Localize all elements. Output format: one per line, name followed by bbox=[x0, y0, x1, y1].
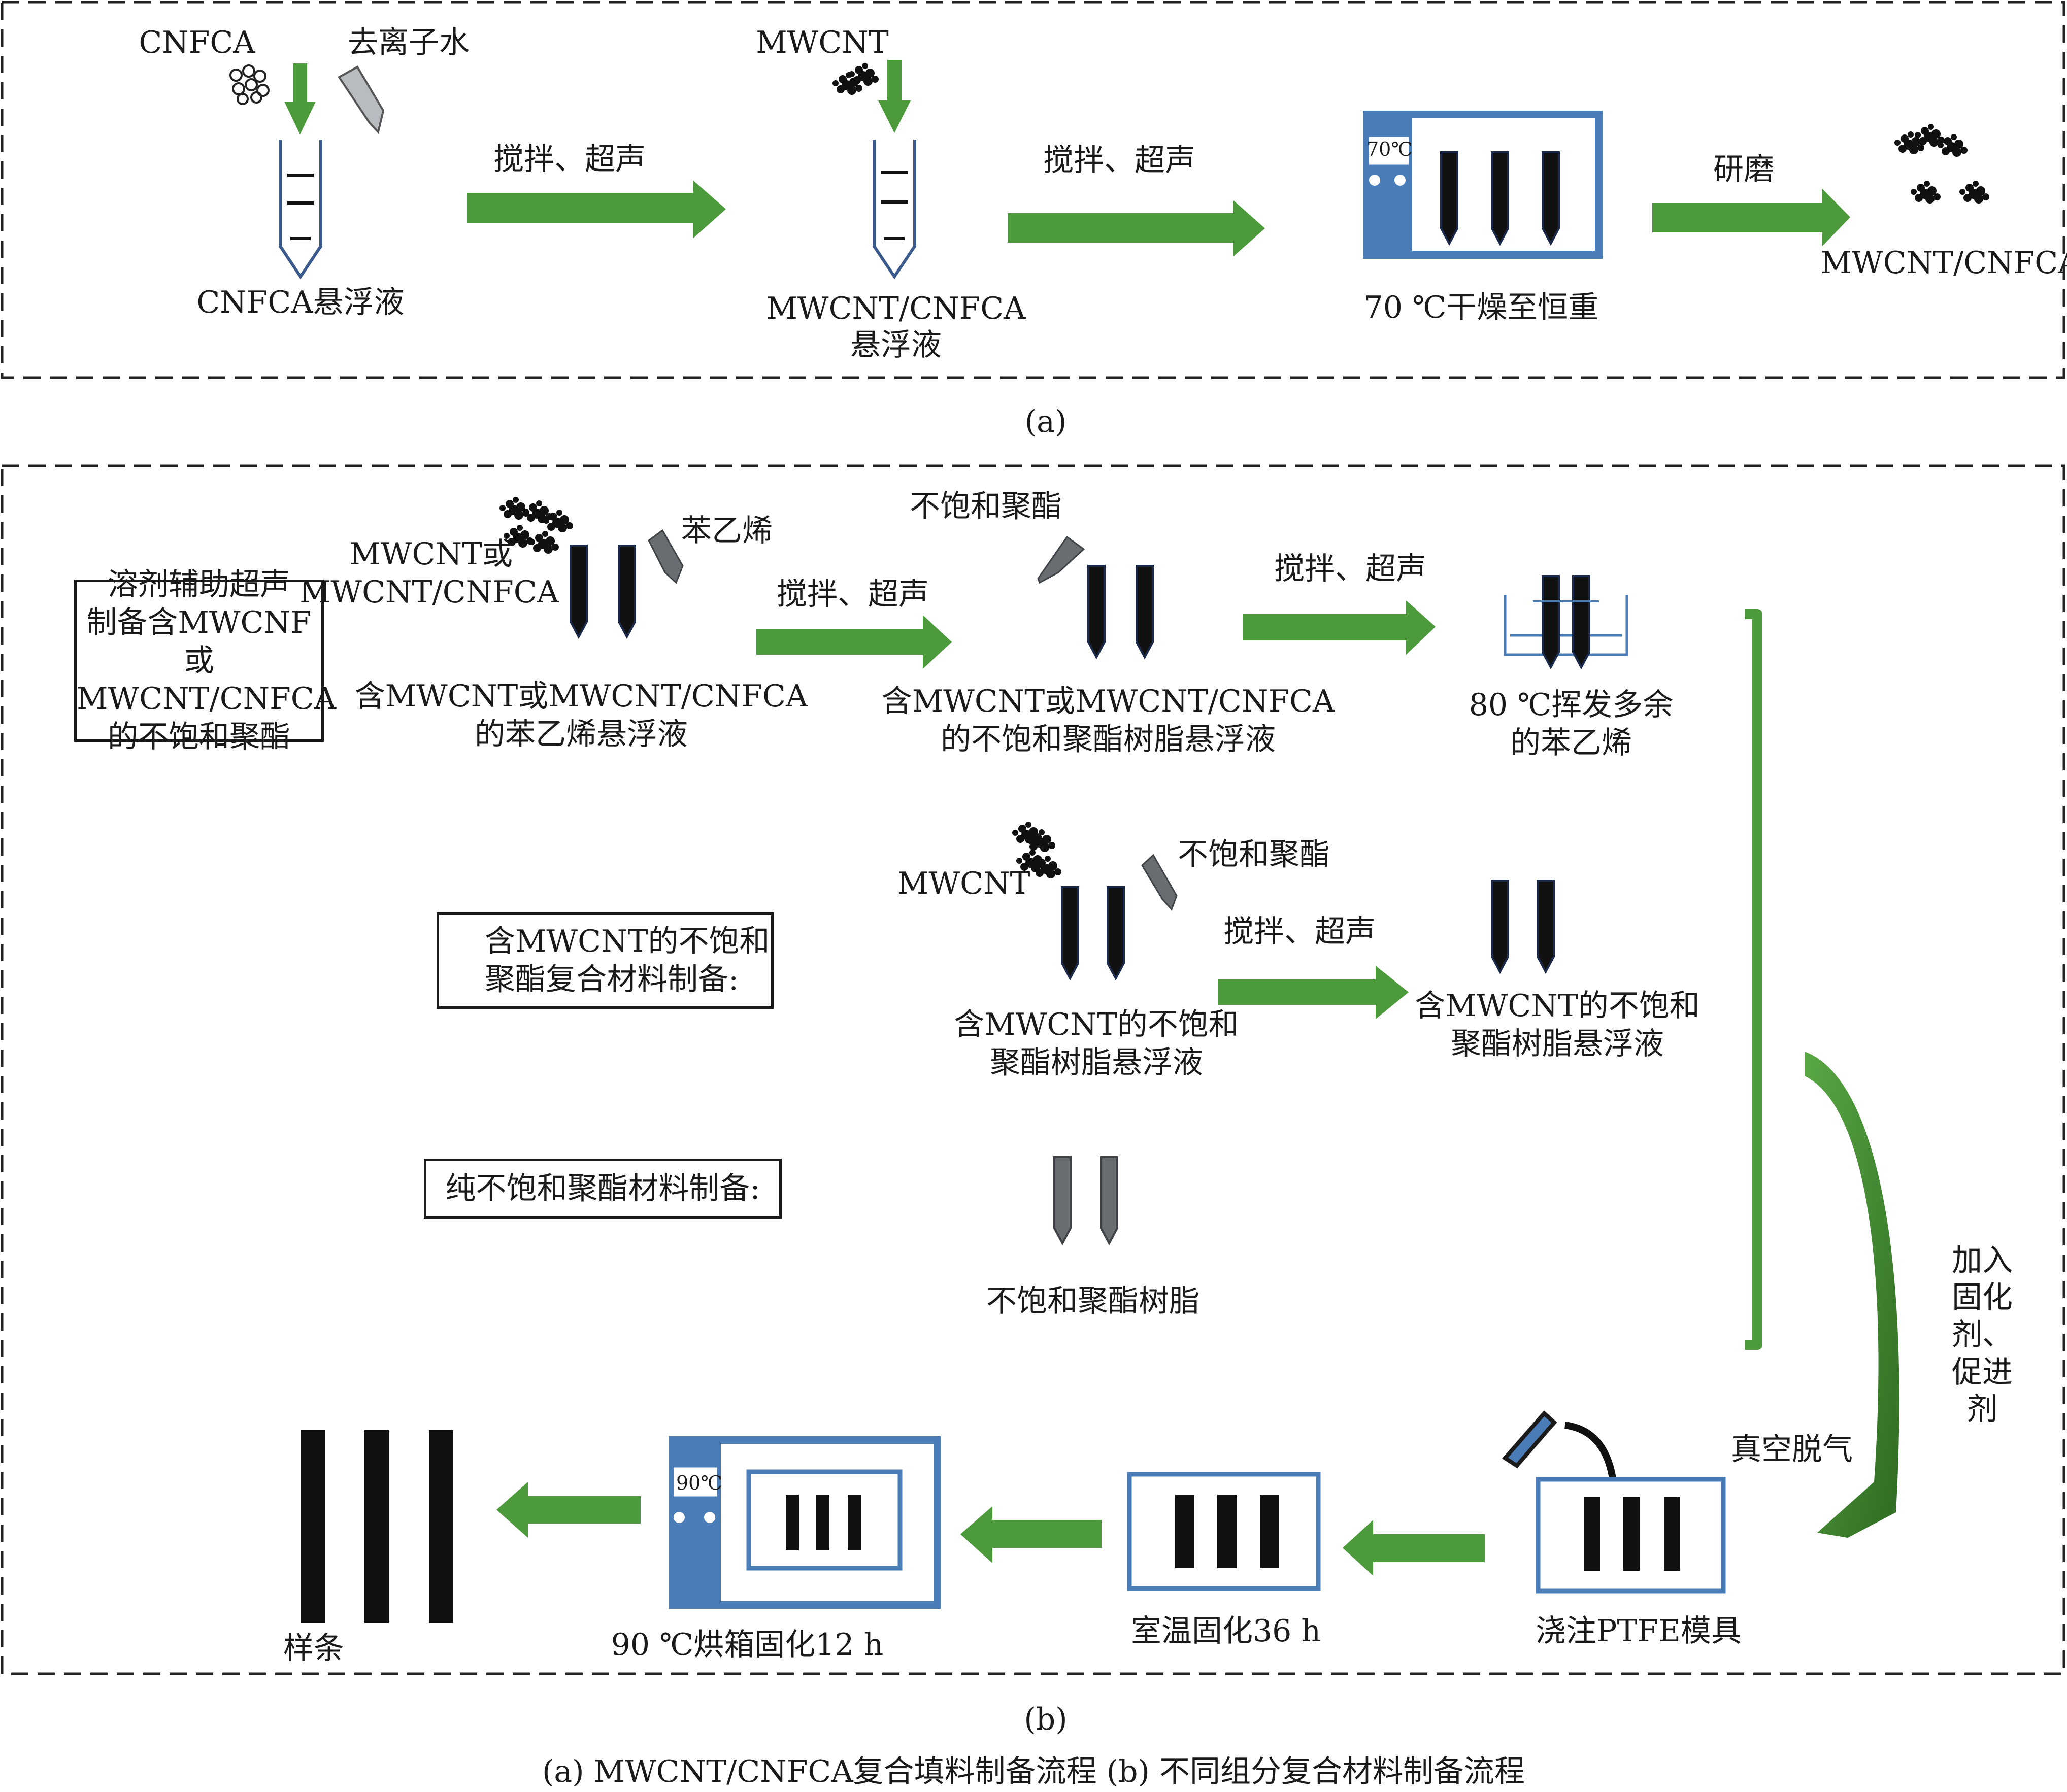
up-label-1: 不饱和聚酯 bbox=[910, 489, 1062, 524]
oven-cure-label: 90 ℃烘箱固化12 h bbox=[611, 1627, 884, 1663]
pipette-icon bbox=[338, 65, 385, 134]
merge-bracket bbox=[1745, 609, 1762, 1350]
filler-label: MWCNT或 MWCNT/CNFCA bbox=[299, 536, 559, 610]
tube-b2-3 bbox=[1491, 880, 1509, 973]
mwcnt-label-a: MWCNT bbox=[756, 25, 889, 60]
panel-b-caption: (b) bbox=[1024, 1702, 1068, 1737]
cnfca-suspension-label: CNFCA悬浮液 bbox=[196, 285, 405, 320]
stir-label-b1: 搅拌、超声 bbox=[777, 577, 929, 612]
tube-b3-2 bbox=[1100, 1156, 1118, 1244]
up-label-2: 不饱和聚酯 bbox=[1178, 837, 1330, 872]
styrene-pipette-icon bbox=[648, 529, 684, 584]
ptfe-mold-icon bbox=[1502, 1410, 1726, 1594]
stir-label-a1: 搅拌、超声 bbox=[493, 142, 646, 177]
cnfca-label: CNFCA bbox=[139, 25, 255, 60]
curing-oven-b bbox=[669, 1436, 941, 1609]
flow-arrow-b6 bbox=[496, 1482, 641, 1538]
centrifuge-tube-2 bbox=[873, 140, 916, 280]
water-label: 去离子水 bbox=[348, 25, 470, 60]
curved-arrow bbox=[1805, 1052, 1899, 1538]
figure-caption: (a) MWCNT/CNFCA复合填料制备流程 (b) 不同组分复合材料制备流程 bbox=[542, 1754, 1525, 1789]
evaporate-label: 80 ℃挥发多余 的苯乙烯 bbox=[1469, 687, 1674, 761]
degas-label: 真空脱气 bbox=[1731, 1432, 1853, 1467]
flow-arrow-b2 bbox=[1243, 600, 1436, 655]
flow-arrow-a3 bbox=[1652, 189, 1850, 246]
resin-suspension-label-1: 含MWCNT或MWCNT/CNFCA 的不饱和聚酯树脂悬浮液 bbox=[881, 684, 1335, 757]
panel-b-frame bbox=[1, 464, 2065, 1675]
flow-arrow-b4 bbox=[1343, 1520, 1485, 1576]
product-label: MWCNT/CNFCA bbox=[1820, 245, 2067, 281]
dry-label: 70 ℃干燥至恒重 bbox=[1363, 290, 1599, 325]
method3-box: 纯不饱和聚酯材料制备: bbox=[424, 1159, 782, 1219]
suspension-left-label-2: 含MWCNT的不饱和 聚酯树脂悬浮液 bbox=[954, 1007, 1239, 1080]
sample-label: 样条 bbox=[283, 1631, 344, 1666]
tube-b2-2 bbox=[1107, 886, 1125, 979]
tube-b1-4 bbox=[1136, 565, 1154, 658]
add-arrow-1 bbox=[284, 63, 316, 134]
product-particles-icon bbox=[1894, 124, 1989, 204]
tube-b1-2 bbox=[618, 545, 636, 638]
flow-arrow-b1 bbox=[756, 615, 952, 669]
styrene-suspension-label: 含MWCNT或MWCNT/CNFCA 的苯乙烯悬浮液 bbox=[354, 679, 808, 752]
panel-a-frame bbox=[1, 1, 2065, 379]
pure-resin-label: 不饱和聚酯树脂 bbox=[986, 1283, 1199, 1319]
room-cure-label: 室温固化36 h bbox=[1130, 1613, 1321, 1649]
add-agents-label: 加入 固化剂、 促进剂 bbox=[1952, 1243, 2013, 1427]
tube-b1-1 bbox=[570, 545, 588, 638]
oven-temp-a: 70℃ bbox=[1366, 138, 1413, 160]
sample-strips-icon bbox=[301, 1430, 453, 1623]
mold-label: 浇注PTFE模具 bbox=[1536, 1613, 1742, 1649]
flow-arrow-a1 bbox=[467, 180, 726, 239]
room-cure-mold-icon bbox=[1127, 1472, 1321, 1591]
add-arrow-2 bbox=[878, 60, 911, 133]
tube-b2-4 bbox=[1537, 880, 1555, 973]
method1-box: 溶剂辅助超声 制备含MWCNF 或MWCNT/CNFCA 的不饱和聚酯 bbox=[74, 567, 336, 755]
suspension-right-label-2: 含MWCNT的不饱和 聚酯树脂悬浮液 bbox=[1415, 988, 1700, 1062]
tube-b3-1 bbox=[1053, 1156, 1072, 1244]
tube-b1-3 bbox=[1087, 565, 1106, 658]
styrene-label: 苯乙烯 bbox=[681, 513, 773, 549]
oven-temp-b: 90℃ bbox=[676, 1472, 722, 1494]
stir-label-b3: 搅拌、超声 bbox=[1223, 914, 1376, 950]
cnfca-particles-icon bbox=[229, 64, 270, 105]
mix-suspension-label-1: MWCNT/CNFCA bbox=[766, 291, 1026, 326]
flow-arrow-b5 bbox=[960, 1506, 1102, 1563]
stir-label-a2: 搅拌、超声 bbox=[1043, 143, 1195, 178]
centrifuge-tube-1 bbox=[279, 140, 322, 280]
grind-label: 研磨 bbox=[1713, 152, 1774, 187]
panel-a-caption: (a) bbox=[1024, 404, 1067, 439]
up-pipette-icon-1 bbox=[1037, 535, 1085, 584]
mwcnt-particles-icon bbox=[832, 63, 879, 95]
method2-box: 含MWCNT的不饱和 聚酯复合材料制备: bbox=[437, 912, 774, 1009]
up-pipette-icon-2 bbox=[1141, 854, 1178, 911]
drying-oven-a bbox=[1363, 111, 1603, 259]
tube-b2-1 bbox=[1061, 886, 1079, 979]
stir-label-b2: 搅拌、超声 bbox=[1274, 551, 1426, 587]
flow-arrow-b3 bbox=[1218, 966, 1409, 1019]
water-bath-icon bbox=[1504, 575, 1628, 668]
flow-arrow-a2 bbox=[1008, 200, 1265, 256]
mix-suspension-label-2: 悬浮液 bbox=[850, 327, 942, 363]
mwcnt-label-b2: MWCNT bbox=[897, 866, 1030, 901]
